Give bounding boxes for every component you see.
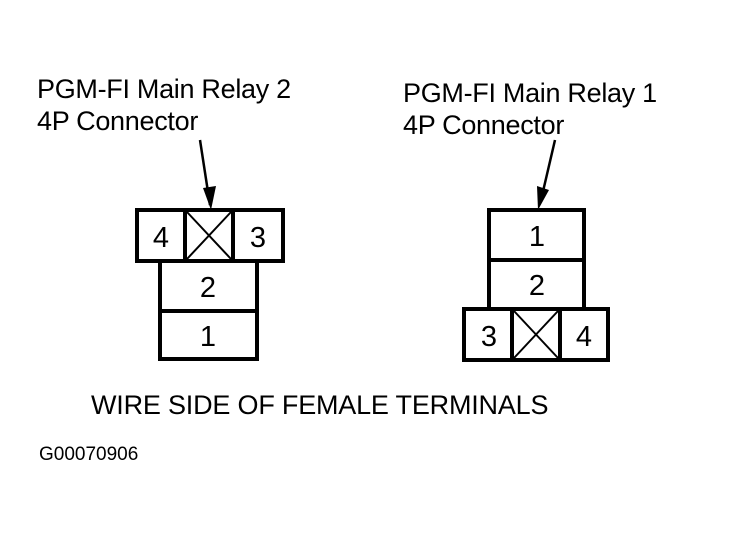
relay1-unused-mark [513, 310, 559, 359]
relay1-cell-2 [487, 258, 586, 311]
relay2-connector [135, 208, 285, 361]
relay1-title: PGM-FI Main Relay 1 [403, 78, 657, 108]
relay2-pin-2: 2 [200, 272, 216, 304]
relay2-pin-3: 3 [250, 222, 266, 254]
relay1-cell-1 [487, 208, 586, 262]
relay1-cell-3 [462, 307, 514, 362]
relay2-pin-1: 1 [200, 321, 216, 353]
relay1-arrowhead [537, 186, 549, 210]
relay2-pin-4: 4 [153, 222, 169, 254]
relay1-pin-3: 3 [481, 321, 497, 353]
relay1-pin-2: 2 [529, 270, 545, 302]
relay1-pin-4: 4 [576, 321, 592, 353]
relay2-arrowhead [203, 186, 216, 210]
relay1-subtitle: 4P Connector [403, 110, 565, 140]
figure-id: G00070906 [39, 444, 139, 465]
relay2-cell-3 [231, 208, 285, 263]
relay2-unused-mark [186, 211, 232, 260]
relay2-cell-1 [158, 309, 259, 361]
relay1-pin-1: 1 [529, 221, 545, 253]
diagram-caption: WIRE SIDE OF FEMALE TERMINALS [91, 390, 549, 420]
relay1-cell-4 [558, 307, 610, 362]
relay2-title: PGM-FI Main Relay 2 [37, 74, 291, 104]
relay2-subtitle: 4P Connector [37, 106, 199, 136]
relay2-cell-2 [158, 259, 259, 313]
